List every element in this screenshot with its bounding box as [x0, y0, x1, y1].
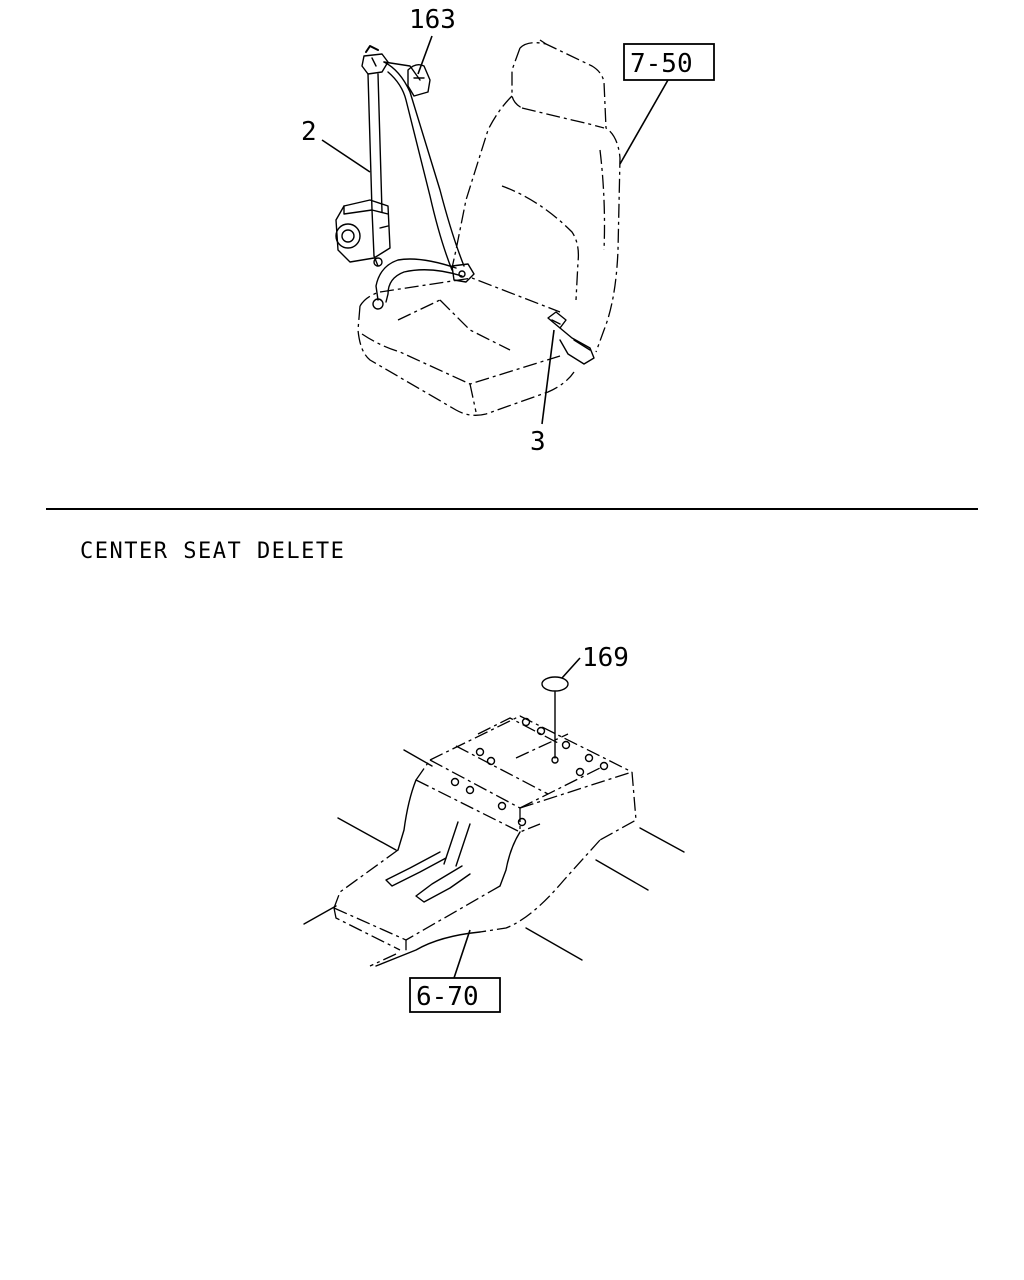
leader-2 — [321, 139, 371, 173]
seat-belt-buckle — [547, 311, 595, 365]
callout-2: 2 — [301, 117, 317, 147]
hole-plug — [541, 676, 569, 764]
callout-163: 163 — [409, 5, 456, 35]
leader-3 — [541, 329, 555, 425]
callout-7-50: 7-50 — [630, 49, 693, 79]
floor-panel — [303, 715, 685, 967]
seat-belt-assembly-drawing — [321, 35, 669, 425]
leader-6-70 — [453, 929, 471, 979]
section-label: CENTER SEAT DELETE — [80, 539, 345, 564]
leader-7-50 — [619, 79, 669, 165]
seat-belt-webbing — [361, 45, 475, 310]
leader-163 — [417, 35, 433, 75]
seat-cushion — [357, 277, 575, 416]
floor-console-drawing — [303, 657, 685, 979]
ref-box-6-70 — [409, 977, 501, 1013]
seat-backrest — [451, 39, 621, 353]
seat-belt-retractor — [335, 199, 391, 267]
leader-169 — [561, 657, 581, 679]
callout-3: 3 — [530, 427, 546, 457]
callout-6-70: 6-70 — [416, 982, 479, 1012]
callout-169: 169 — [582, 643, 629, 673]
ref-box-7-50 — [623, 43, 715, 81]
